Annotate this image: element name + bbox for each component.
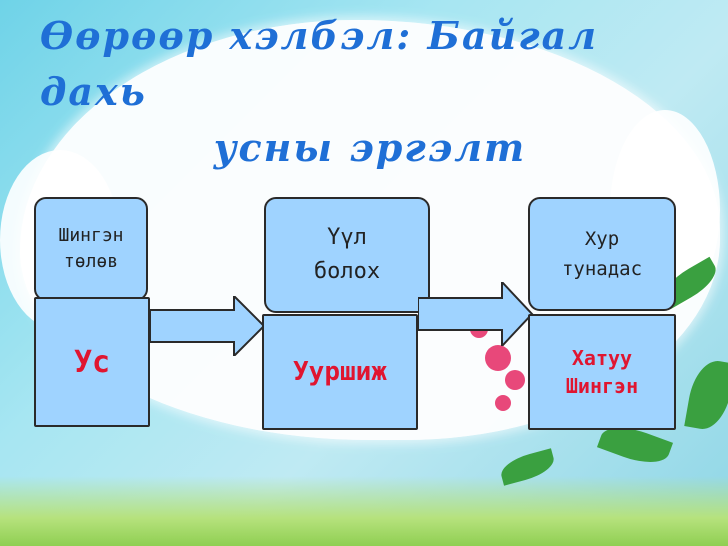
state-value-text: Ууршиж — [293, 357, 387, 387]
state-value-water: Ус — [34, 297, 150, 427]
slide-title: Өөрөөр хэлбэл: Байгал дахь усны эргэлт — [40, 8, 700, 176]
flower-decoration — [495, 395, 511, 411]
state-value-evaporate: Ууршиж — [262, 314, 418, 430]
arrow-right-2 — [418, 282, 534, 346]
state-label-top: Үүл — [327, 225, 367, 250]
title-line-2: усны эргэлт — [213, 125, 527, 170]
state-label-top: Шингэн — [58, 225, 124, 246]
state-value-text-bottom: Шингэн — [565, 374, 639, 398]
state-value-solid-liquid: Хатуу Шингэн — [528, 314, 676, 430]
state-value-text-top: Хатуу — [571, 346, 633, 370]
state-value-text: Ус — [73, 344, 111, 380]
flower-decoration — [505, 370, 525, 390]
state-label-liquid: Шингэн төлөв — [34, 197, 148, 301]
flower-decoration — [485, 345, 511, 371]
state-label-bottom: төлөв — [63, 251, 119, 272]
state-label-bottom: тунадас — [561, 258, 643, 280]
arrow-right-1 — [150, 296, 266, 356]
state-label-bottom: болох — [313, 259, 381, 284]
grass-decoration — [0, 476, 728, 546]
title-line-1: Өөрөөр хэлбэл: Байгал дахь — [40, 13, 599, 114]
state-label-top: Хур — [584, 228, 620, 250]
leaf-decoration — [684, 357, 728, 433]
state-label-cloud: Үүл болох — [264, 197, 430, 313]
state-label-precipitation: Хур тунадас — [528, 197, 676, 311]
